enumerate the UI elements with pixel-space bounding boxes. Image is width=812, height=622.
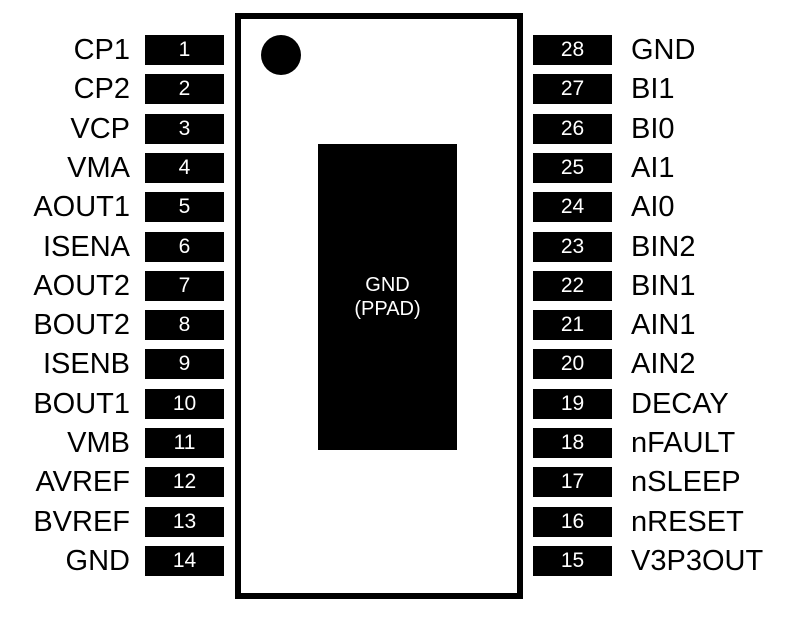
right-pin-number-box: 15 xyxy=(533,545,612,576)
right-pin-number-box: 20 xyxy=(533,349,612,380)
left-pin-name: AVREF xyxy=(35,466,130,499)
left-pin-name: ISENB xyxy=(42,348,130,381)
left-pin-name: ISENA xyxy=(42,230,130,263)
left-pin-name: VCP xyxy=(70,112,130,145)
left-pin-number-box: 4 xyxy=(145,152,224,183)
right-pin-number-box: 22 xyxy=(533,270,612,301)
left-pin-name: AOUT2 xyxy=(33,269,130,302)
right-pin-name: GND xyxy=(631,34,696,66)
thermal-pad-sublabel: (PPAD) xyxy=(354,298,421,320)
left-pin-number-box: 1 xyxy=(145,35,224,65)
left-pin-name: CP1 xyxy=(73,34,130,66)
right-pin-number-box: 26 xyxy=(533,113,612,144)
left-pin-number-box: 8 xyxy=(145,310,224,341)
right-pin-name: BIN1 xyxy=(631,269,696,302)
left-pin-name: BOUT2 xyxy=(33,309,130,342)
right-pin-name: nRESET xyxy=(631,505,744,538)
left-pin-number-box: 6 xyxy=(145,231,224,262)
left-pin-number-box: 12 xyxy=(145,467,224,498)
right-pin-name: BI0 xyxy=(631,112,675,145)
right-pin-number-box: 19 xyxy=(533,388,612,419)
right-pin-number-box: 18 xyxy=(533,428,612,458)
left-pin-number-box: 11 xyxy=(145,428,224,458)
right-pin-number-box: 16 xyxy=(533,506,612,537)
right-pin-name: AIN1 xyxy=(631,309,696,342)
left-pin-number-box: 9 xyxy=(145,349,224,380)
left-pin-number-box: 7 xyxy=(145,270,224,301)
left-pin-name: AOUT1 xyxy=(33,191,130,224)
right-pin-number-box: 25 xyxy=(533,152,612,183)
right-pin-name: DECAY xyxy=(631,387,729,420)
right-pin-name: V3P3OUT xyxy=(631,544,764,577)
right-pin-number-box: 27 xyxy=(533,74,612,105)
thermal-pad-label: GND xyxy=(365,274,410,296)
pin1-indicator-dot xyxy=(261,35,301,75)
left-pin-name: CP2 xyxy=(73,73,130,106)
right-pin-name: BIN2 xyxy=(631,230,696,263)
right-pin-name: BI1 xyxy=(631,73,675,106)
right-pin-name: AI0 xyxy=(631,191,675,224)
left-pin-name: BOUT1 xyxy=(33,387,130,420)
right-pin-number-box: 17 xyxy=(533,467,612,498)
left-pin-number-box: 10 xyxy=(145,388,224,419)
right-pin-number-box: 21 xyxy=(533,310,612,341)
left-pin-number-box: 2 xyxy=(145,74,224,105)
right-pin-number-box: 23 xyxy=(533,231,612,262)
left-pin-number-box: 14 xyxy=(145,545,224,576)
right-pin-name: AI1 xyxy=(631,151,675,184)
left-pin-name: VMA xyxy=(67,151,130,184)
right-pin-number-box: 24 xyxy=(533,192,612,223)
right-pin-name: AIN2 xyxy=(631,348,696,381)
right-pin-name: nFAULT xyxy=(631,427,736,459)
right-pin-name: nSLEEP xyxy=(631,466,741,499)
left-pin-number-box: 3 xyxy=(145,113,224,144)
right-pin-number-box: 28 xyxy=(533,35,612,65)
left-pin-name: VMB xyxy=(67,427,130,459)
left-pin-name: BVREF xyxy=(33,505,130,538)
left-pin-number-box: 5 xyxy=(145,192,224,223)
thermal-pad: GND (PPAD) xyxy=(318,144,457,450)
left-pin-name: GND xyxy=(65,544,130,577)
left-pin-number-box: 13 xyxy=(145,506,224,537)
